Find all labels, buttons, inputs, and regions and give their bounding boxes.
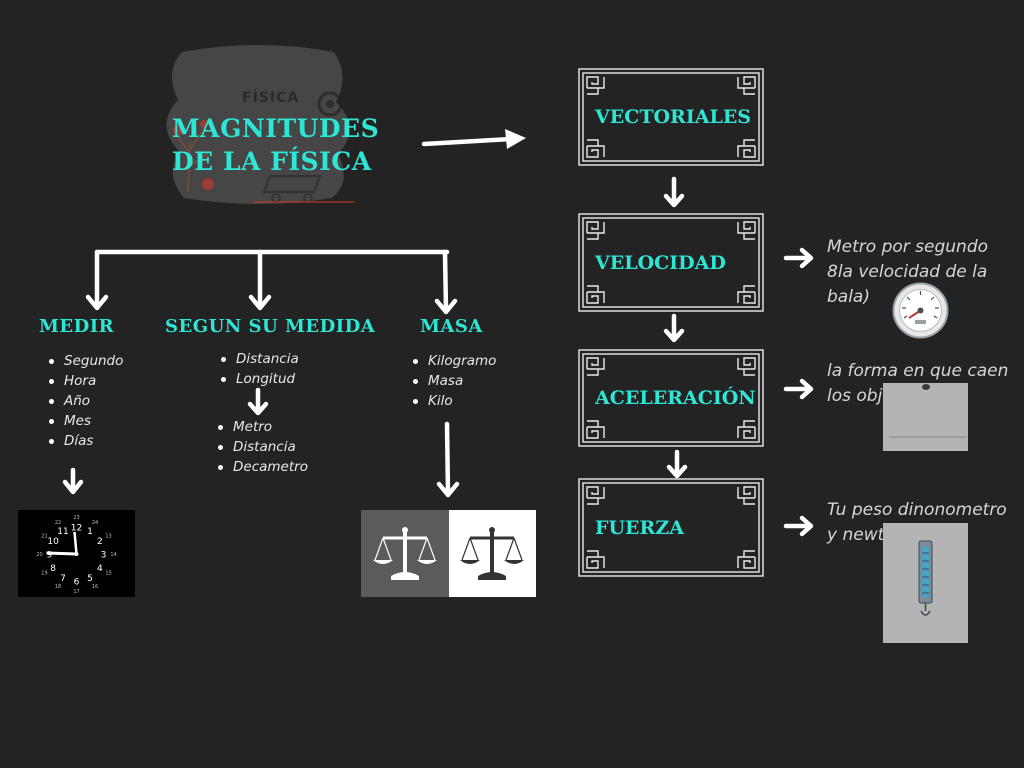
box-label: VELOCIDAD	[595, 251, 726, 274]
box-label: FUERZA	[595, 516, 684, 539]
falling-object-icon	[889, 384, 967, 438]
arrow-to-scales	[444, 421, 451, 496]
list-item: Masa	[410, 371, 496, 391]
box-velocidad: VELOCIDAD	[578, 213, 764, 312]
clock-number: 10	[47, 537, 59, 547]
list-item: Distancia	[218, 349, 299, 369]
box-label: ACELERACIÓN	[595, 387, 756, 409]
list-item: Distancia	[215, 437, 308, 457]
list-masa: Kilogramo Masa Kilo	[410, 351, 496, 411]
clock-inner-number: 20	[36, 552, 42, 558]
box-aceleracion: ACELERACIÓN	[578, 349, 764, 447]
gauge-icon	[892, 282, 949, 339]
list-item: Kilogramo	[410, 351, 496, 371]
ornate-frame	[578, 349, 764, 447]
clock-inner-number: 17	[73, 589, 79, 595]
scales-image	[361, 510, 536, 597]
list-item: Días	[46, 431, 123, 451]
note-velocidad: Metro por segundo 8la velocidad de la ba…	[827, 237, 989, 307]
clock-hour-hand	[46, 551, 77, 556]
falling-object-image	[883, 383, 968, 451]
clock-inner-number: 23	[73, 515, 79, 521]
title-image-background	[166, 45, 354, 204]
ornate-frame	[578, 478, 764, 577]
clock-inner-number: 13	[105, 534, 111, 540]
clock-number: 11	[57, 527, 68, 537]
clock-inner-number: 15	[105, 571, 111, 577]
clock-number: 1	[87, 527, 93, 537]
dynamometer-icon	[918, 540, 933, 616]
category-title-medir: MEDIR	[39, 316, 115, 337]
main-title: MAGNITUDES DE LA FÍSICA	[172, 112, 379, 178]
clock-number: 9	[47, 551, 53, 561]
main-title-line2: DE LA FÍSICA	[172, 147, 372, 176]
arrow-to-masa	[442, 249, 449, 314]
dynamometer-image	[883, 523, 968, 643]
list-item: Longitud	[218, 369, 299, 389]
clock-number: 5	[87, 574, 93, 584]
list-item: Decametro	[215, 457, 308, 477]
list-segun: Distancia Longitud	[218, 349, 299, 389]
list-item: Hora	[46, 371, 123, 391]
clock-inner-number: 14	[110, 552, 116, 558]
box-label: VECTORIALES	[595, 106, 752, 128]
clock-inner-number: 16	[92, 584, 98, 590]
arrow-title-to-vectoriales	[421, 136, 515, 147]
list-item: Año	[46, 391, 123, 411]
list-segun-sub: Metro Distancia Decametro	[215, 417, 308, 477]
list-item: Kilo	[410, 391, 496, 411]
clock-inner-number: 22	[55, 520, 61, 526]
clock-minute-hand	[73, 531, 78, 555]
clock-inner-number: 21	[41, 534, 47, 540]
title-image-text: FÍSICA	[242, 90, 300, 106]
clock-number: 6	[74, 578, 80, 588]
list-item: Segundo	[46, 351, 123, 371]
ornate-frame	[578, 213, 764, 312]
arrow-title-head	[505, 129, 526, 149]
clock-number: 8	[50, 564, 56, 574]
box-fuerza: FUERZA	[578, 478, 764, 577]
list-item: Metro	[215, 417, 308, 437]
balance-icon	[373, 527, 524, 580]
clock-inner-number: 19	[41, 571, 47, 577]
clock-center	[74, 552, 79, 556]
list-item: Mes	[46, 411, 123, 431]
box-vectoriales: VECTORIALES	[578, 68, 764, 166]
clock-number: 12	[71, 524, 82, 534]
category-title-segun: SEGUN SU MEDIDA	[165, 316, 376, 337]
clock-number: 4	[97, 564, 103, 574]
main-title-line1: MAGNITUDES	[172, 114, 380, 143]
ornate-frame	[578, 68, 764, 166]
category-title-masa: MASA	[420, 316, 483, 337]
title-image: FÍSICA MAGNITUDES DE LA FÍSICA	[154, 42, 379, 206]
clock-inner-number: 24	[92, 520, 98, 526]
clock-inner-number: 18	[55, 584, 61, 590]
clock-number: 2	[97, 537, 103, 547]
speedometer-image	[892, 282, 949, 339]
clock-number: 3	[101, 551, 107, 561]
list-medir: Segundo Hora Año Mes Días	[46, 351, 123, 451]
clock-number: 7	[60, 574, 66, 584]
